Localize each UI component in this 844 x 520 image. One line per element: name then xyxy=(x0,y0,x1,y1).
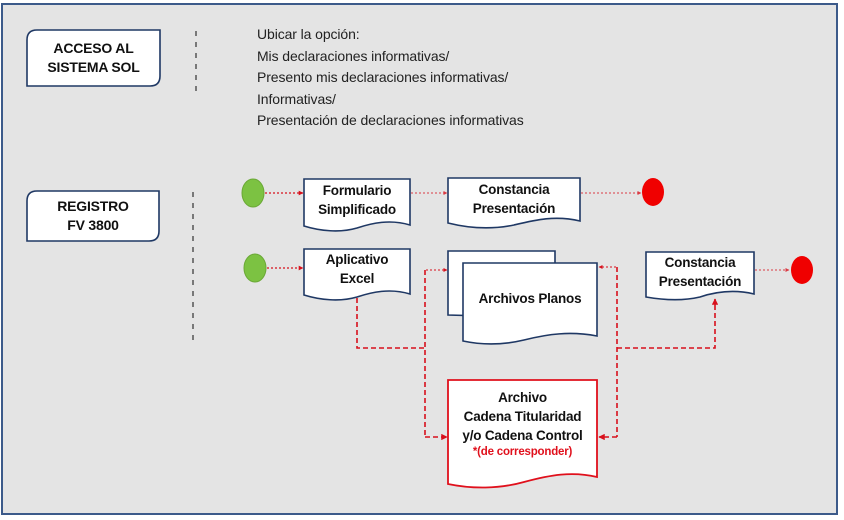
registro-label-line2: FV 3800 xyxy=(67,217,119,233)
registro-section-box xyxy=(26,190,160,242)
start-node-1 xyxy=(241,178,265,208)
instruction-line: Informativas/ xyxy=(257,90,336,107)
archivos-label-text: Archivos Planos xyxy=(478,290,582,306)
formulario-line1: Formulario xyxy=(322,183,392,198)
cadena-line3: y/o Cadena Control xyxy=(462,428,583,443)
instruction-line: Presento mis declaraciones informativas/ xyxy=(257,69,509,85)
aplicativo-line2: Excel xyxy=(339,271,375,286)
formulario-document xyxy=(303,178,411,232)
instruction-line: Ubicar la opción: xyxy=(257,26,360,42)
aplicativo-document xyxy=(303,248,411,301)
acceso-label-line1: ACCESO AL xyxy=(53,40,134,56)
cadena-note: *(de corresponder) xyxy=(472,446,573,458)
start-node-2 xyxy=(243,253,267,283)
connector-left-network xyxy=(356,270,426,437)
formulario-label: Formulario Simplificado xyxy=(304,178,410,222)
cadena-document xyxy=(447,379,598,489)
archivos-label: Archivos Planos xyxy=(463,263,597,333)
cadena-line1: Archivo xyxy=(498,390,547,405)
constancia-2-label: Constancia Presentación xyxy=(646,251,754,293)
constancia-document-1 xyxy=(447,177,581,229)
registro-label-line1: REGISTRO xyxy=(57,198,129,214)
acceso-label-line2: SISTEMA SOL xyxy=(47,59,140,75)
end-node-1 xyxy=(642,178,664,206)
end-node-2 xyxy=(791,256,813,284)
instructions: Ubicar la opción: Mis declaraciones info… xyxy=(257,24,524,132)
cadena-line2: Cadena Titularidad xyxy=(463,409,582,424)
instruction-line: Mis declaraciones informativas/ xyxy=(257,47,450,64)
aplicativo-label: Aplicativo Excel xyxy=(304,248,410,290)
constancia-2-line2: Presentación xyxy=(658,274,742,289)
formulario-line2: Simplificado xyxy=(318,202,396,217)
constancia-1-label: Constancia Presentación xyxy=(448,177,580,221)
archivos-front-document xyxy=(462,262,598,345)
constancia-document-2 xyxy=(645,251,755,301)
constancia-1-line2: Presentación xyxy=(472,201,556,216)
registro-label: REGISTRO FV 3800 xyxy=(27,191,159,241)
acceso-section-box xyxy=(26,29,161,87)
constancia-1-line1: Constancia xyxy=(478,182,550,197)
cadena-label: Archivo Cadena Titularidad y/o Cadena Co… xyxy=(448,384,597,464)
aplicativo-line1: Aplicativo xyxy=(325,252,389,267)
connector-right-network xyxy=(616,267,716,437)
constancia-2-line1: Constancia xyxy=(664,255,736,270)
acceso-label: ACCESO AL SISTEMA SOL xyxy=(27,30,160,86)
instruction-line: Presentación de declaraciones informativ… xyxy=(257,112,524,128)
